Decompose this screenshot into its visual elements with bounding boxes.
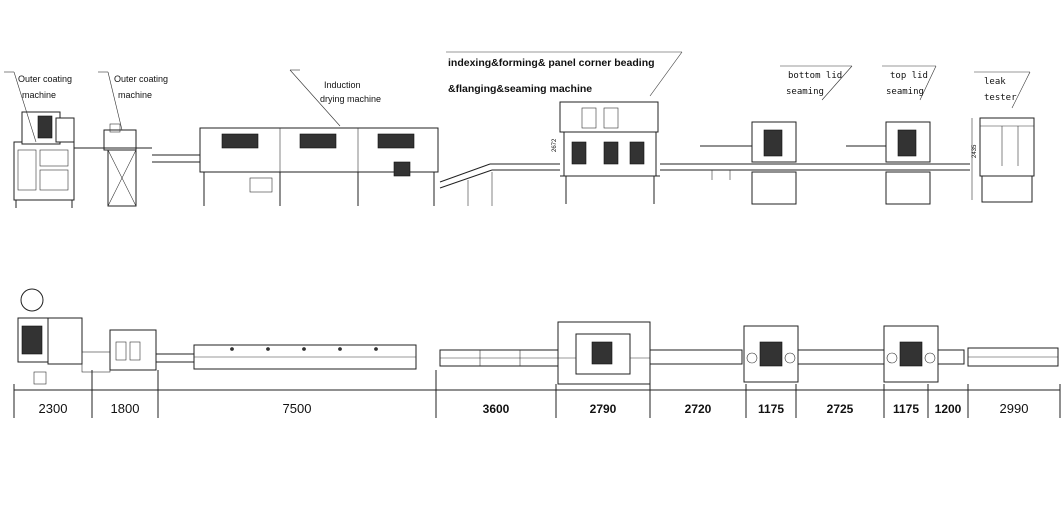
label-bottom-lid-line2: seaming: [786, 87, 824, 97]
plan-indexing-forming: [557, 321, 651, 385]
outer-coating-machine-1-drawing: [13, 111, 100, 208]
dimension-value: 1200: [935, 402, 962, 416]
plan-top-lid-seaming: [797, 325, 939, 383]
dimension-value: 1175: [758, 402, 784, 416]
label-leak-line2: tester: [984, 93, 1017, 103]
plan-inclined-conveyor: [439, 349, 559, 367]
dimension-values: 2300 1800 7500 3600 2790 2720 1175 2725 …: [39, 401, 1029, 416]
label-outer-coating-1-line1: Outer coating: [18, 74, 72, 84]
dimension-value: 2725: [827, 402, 854, 416]
dimension-line: [13, 370, 1061, 418]
outer-coating-machine-2-drawing: [100, 123, 152, 207]
label-outer-coating-1-line2: machine: [22, 90, 56, 100]
dimension-value: 7500: [283, 401, 312, 416]
indexing-height-dimension: 2672: [552, 138, 558, 152]
label-bottom-lid: bottom lid seaming: [786, 71, 842, 97]
label-indexing: indexing&forming& panel corner beading &…: [448, 57, 655, 95]
induction-drying-machine-drawing: [152, 127, 439, 206]
label-leak-tester: leak tester: [984, 77, 1017, 103]
leak-tester-drawing: [971, 117, 1035, 203]
plan-outer-coating-2: [81, 329, 157, 373]
plan-outer-coating-1: [17, 288, 83, 385]
plan-leak-tester: [937, 347, 1059, 367]
dimension-value: 1175: [893, 402, 919, 416]
label-induction-line2: drying machine: [320, 94, 381, 104]
plan-induction-drying: [156, 344, 417, 370]
top-lid-seaming-drawing: [846, 121, 970, 205]
leak-tester-height-dimension: 2435: [972, 144, 978, 158]
label-induction-line1: Induction: [324, 80, 361, 90]
bottom-lid-seaming-drawing: [700, 121, 846, 205]
label-leak-line1: leak: [984, 77, 1006, 87]
label-indexing-line2: &flanging&seaming machine: [448, 83, 592, 95]
label-outer-coating-2: Outer coating machine: [114, 74, 168, 100]
label-induction: Induction drying machine: [320, 80, 381, 104]
dimension-value: 3600: [483, 402, 510, 416]
label-outer-coating-1: Outer coating machine: [18, 74, 72, 100]
label-top-lid: top lid seaming: [886, 71, 928, 97]
label-leaders: [4, 51, 1031, 143]
label-outer-coating-2-line2: machine: [118, 90, 152, 100]
label-top-lid-line1: top lid: [890, 71, 928, 81]
dimension-value: 2790: [590, 402, 617, 416]
dimension-value: 2720: [685, 402, 712, 416]
dimension-value: 1800: [111, 401, 140, 416]
dimension-value: 2990: [1000, 401, 1029, 416]
label-top-lid-line2: seaming: [886, 87, 924, 97]
label-bottom-lid-line1: bottom lid: [788, 71, 842, 81]
label-outer-coating-2-line1: Outer coating: [114, 74, 168, 84]
label-indexing-line1: indexing&forming& panel corner beading: [448, 57, 655, 69]
indexing-forming-machine-drawing: [559, 101, 700, 204]
plan-bottom-lid-seaming: [649, 325, 799, 383]
dimension-value: 2300: [39, 401, 68, 416]
inclined-conveyor-drawing: [439, 163, 560, 206]
